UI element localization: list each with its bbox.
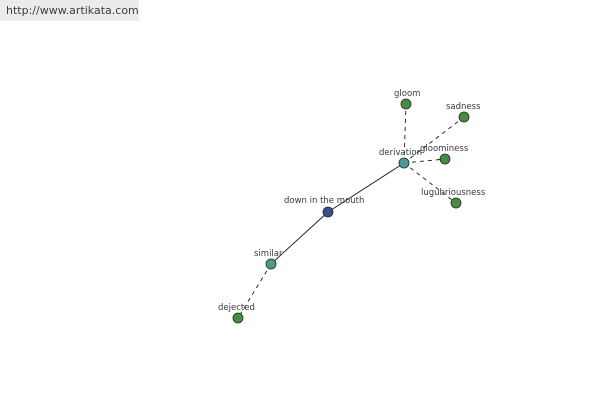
node-label-sadness: sadness (446, 102, 481, 112)
node-dejected[interactable] (232, 312, 244, 324)
edge-derivation-to-gloom (403, 103, 407, 164)
node-down-in-the-mouth[interactable] (322, 206, 334, 218)
node-sadness[interactable] (458, 111, 470, 123)
nodes-layer (232, 98, 470, 324)
node-label-lugubriousness: lugubriousness (421, 188, 486, 198)
edge-down-in-the-mouth-to-derivation (327, 162, 405, 213)
node-label-gloom: gloom (394, 89, 420, 99)
node-similar[interactable] (265, 258, 277, 270)
source-url-text: http://www.artikata.com (6, 4, 139, 17)
edge-derivation-to-lugubriousness (403, 162, 457, 204)
node-label-dejected: dejected (218, 303, 255, 313)
node-derivation[interactable] (398, 157, 410, 169)
edge-derivation-to-gloominess (403, 158, 446, 164)
node-label-down-in-the-mouth: down in the mouth (284, 196, 364, 206)
node-label-similar: similar (254, 249, 283, 259)
node-label-gloominess: gloominess (420, 144, 469, 154)
labels-layer: down in the mouth derivation similar gloom s… (218, 89, 486, 313)
node-lugubriousness[interactable] (450, 197, 462, 209)
edges-layer (237, 103, 465, 319)
edge-down-in-the-mouth-to-similar (270, 211, 329, 265)
node-gloom[interactable] (400, 98, 412, 110)
source-url-banner: http://www.artikata.com (0, 0, 139, 21)
node-label-derivation: derivation (379, 148, 422, 158)
node-gloominess[interactable] (439, 153, 451, 165)
edge-similar-to-dejected (237, 263, 272, 319)
